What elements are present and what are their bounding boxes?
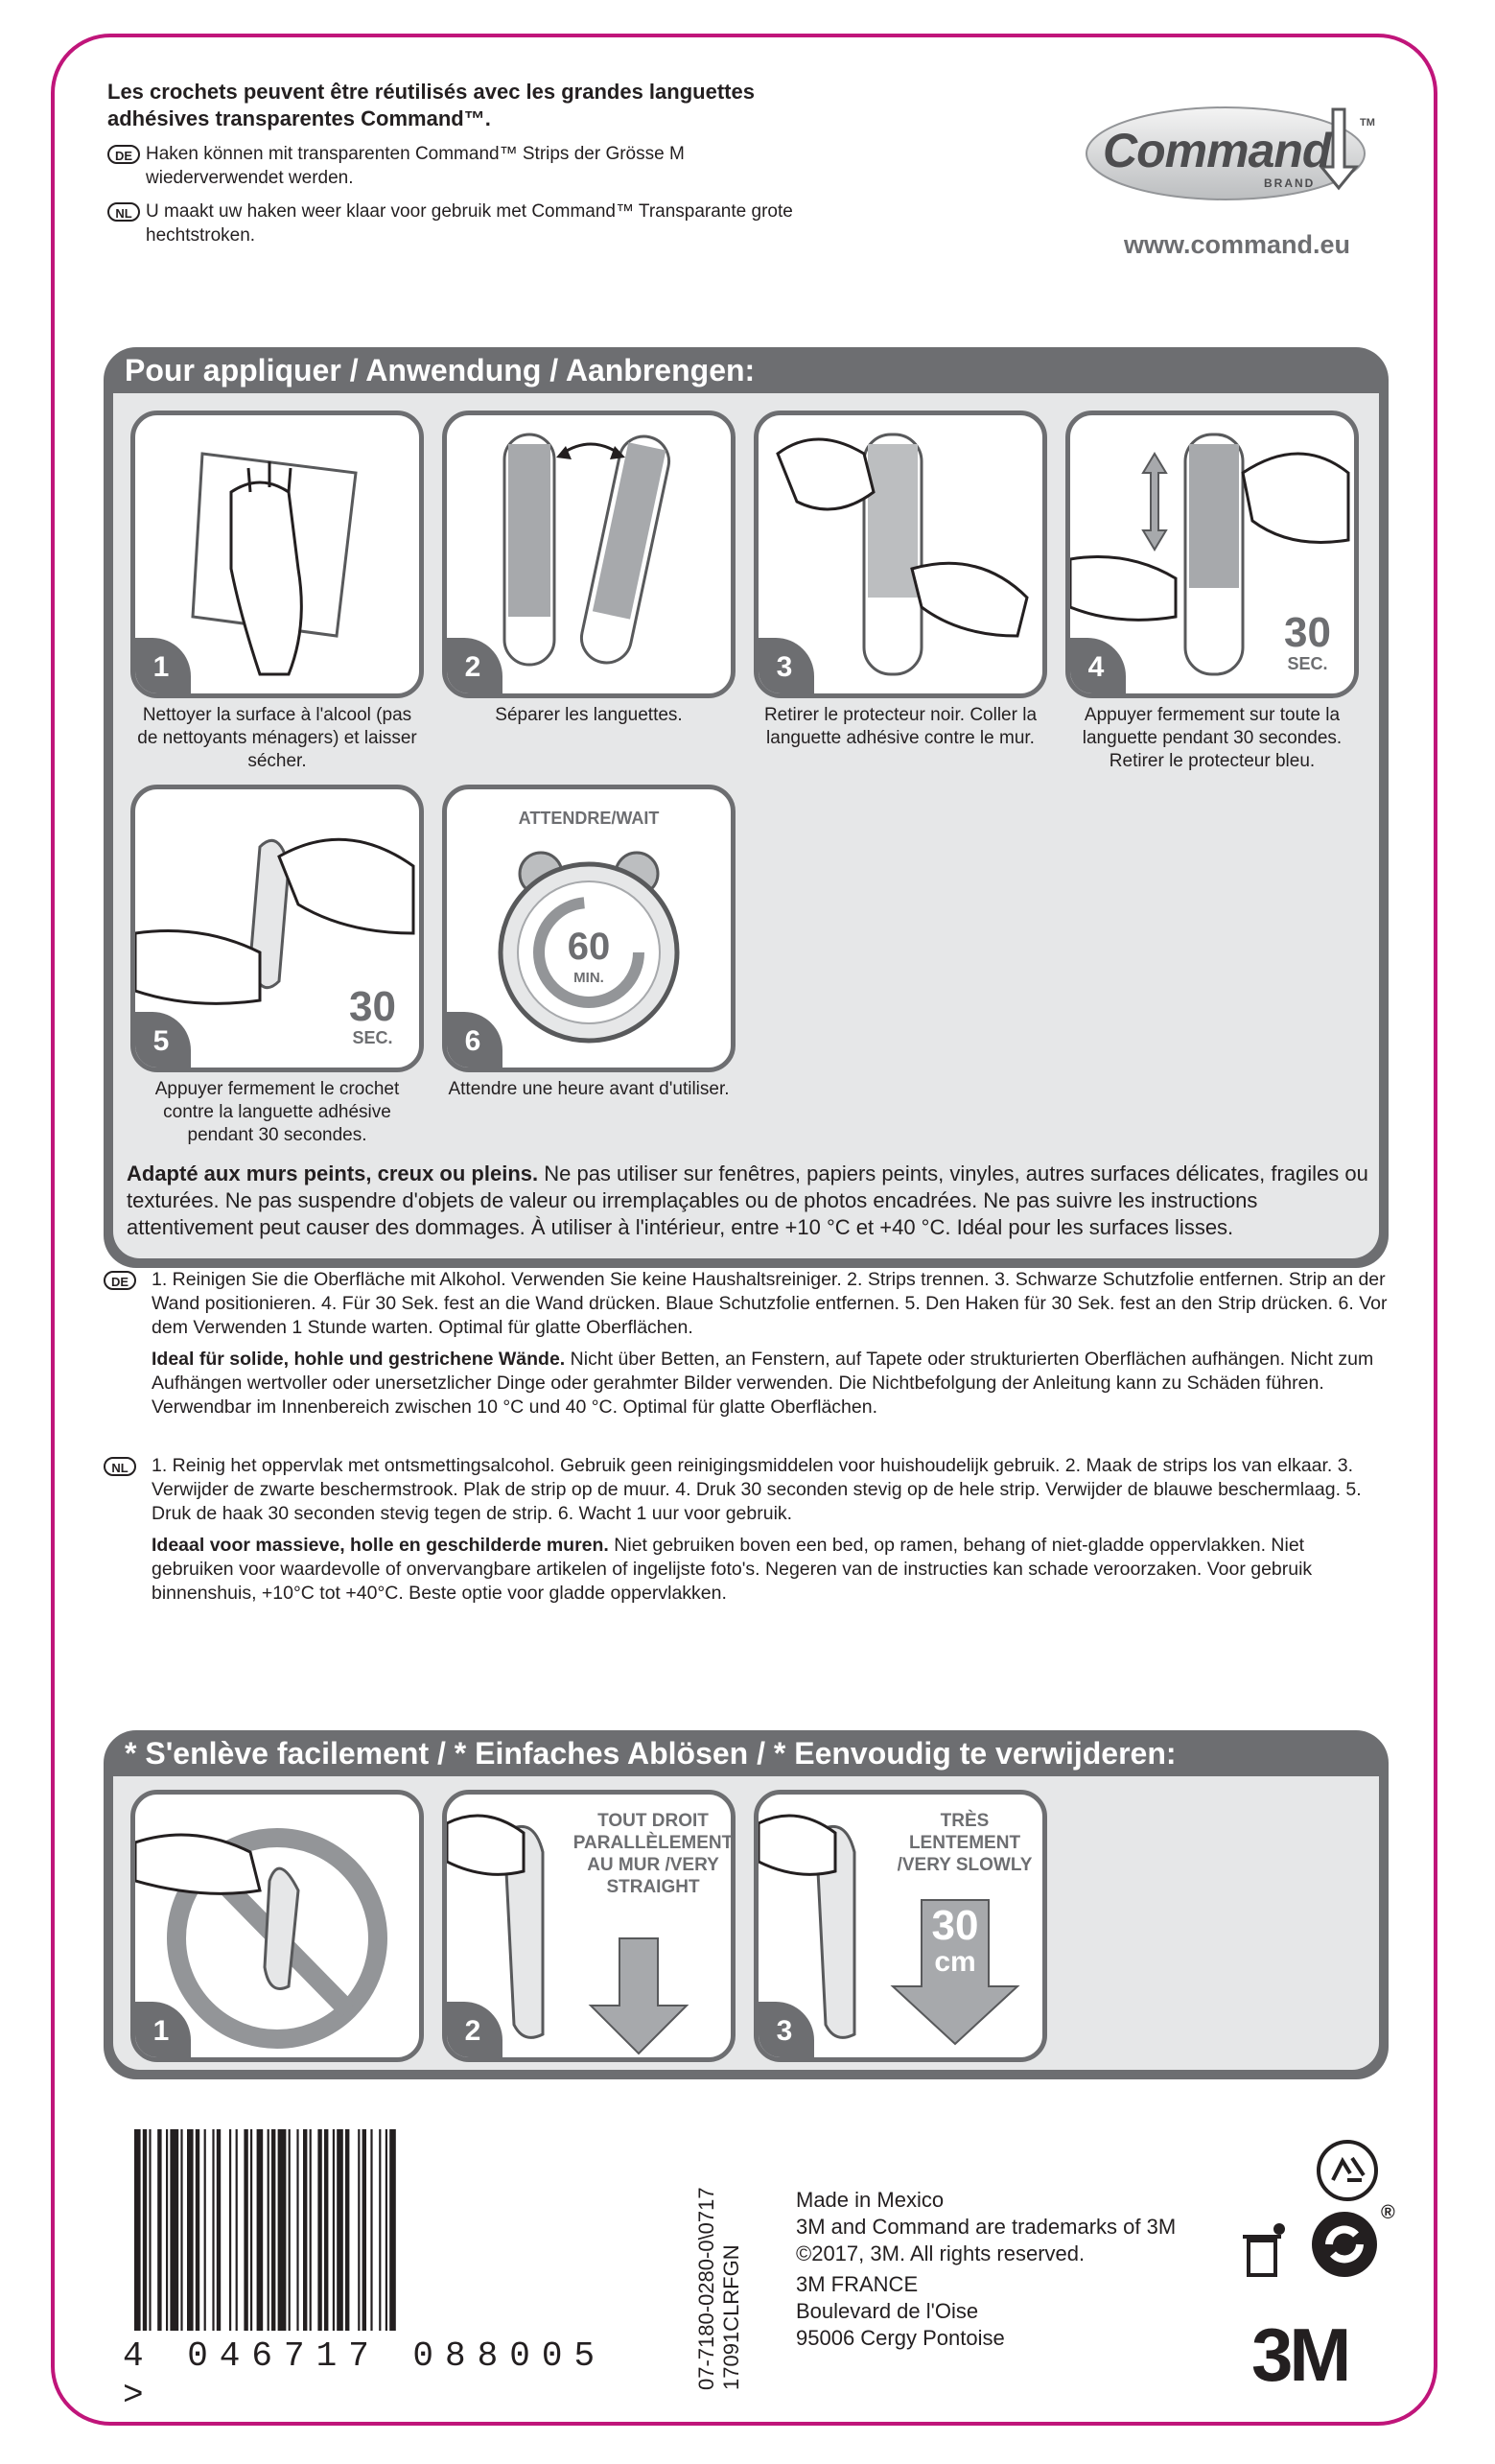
barcode xyxy=(125,2129,623,2359)
manufacturer-info: Made in Mexico 3M and Command are tradem… xyxy=(796,2187,1176,2352)
nl-instructions: NL 1. Reinig het oppervlak met ontsmetti… xyxy=(104,1454,1389,1613)
apply-step-1: 1 xyxy=(130,411,424,698)
command-logo: Command TM BRAND xyxy=(1082,100,1389,205)
remove-step-3: TRÈS LENTEMENT /VERY SLOWLY 30 cm 3 xyxy=(754,1790,1047,2062)
barcode-number: 4 046717 088005 > xyxy=(123,2336,607,2415)
intro-nl-row: NL U maakt uw haken weer klaar voor gebru… xyxy=(107,199,836,247)
product-codes: 07-7180-0280-0\0717 17091CLRFGN xyxy=(690,2139,748,2398)
copyright: ©2017, 3M. All rights reserved. xyxy=(796,2241,1086,2265)
apply-step-2-caption: Séparer les languettes. xyxy=(495,705,683,725)
de-badge: DE xyxy=(107,145,140,164)
pull-straight-label: TOUT DROIT PARALLÈLEMENT AU MUR /VERY ST… xyxy=(572,1811,734,1897)
nl-ideal-lead: Ideaal voor massieve, holle en geschilde… xyxy=(152,1535,609,1556)
wait-unit: MIN. xyxy=(573,970,604,986)
apply-step-2: 2 xyxy=(442,411,736,698)
no-pull-icon xyxy=(135,1828,387,2049)
seconds-badge: 30 SEC. xyxy=(349,986,396,1048)
wipe-illustration xyxy=(191,452,358,676)
distance-number: 30 xyxy=(931,1902,979,1949)
de-ideal-text: Nicht über Betten, an Fenstern, auf Tape… xyxy=(152,1349,1374,1418)
nl-steps: 1. Reinig het oppervlak met ontsmettings… xyxy=(152,1455,1362,1524)
seconds-number: 30 xyxy=(1284,609,1331,656)
city: 95006 Cergy Pontoise xyxy=(796,2326,1005,2350)
wait-label: ATTENDRE/WAIT xyxy=(518,809,660,828)
press-hook-illustration xyxy=(135,837,415,1005)
trademark: 3M and Command are trademarks of 3M xyxy=(796,2215,1177,2239)
3m-logo: 3M xyxy=(1251,2312,1351,2397)
de-instructions: DE 1. Reinigen Sie die Oberfläche mit Al… xyxy=(104,1268,1389,1427)
de-badge: DE xyxy=(104,1271,136,1290)
seconds-number: 30 xyxy=(349,983,396,1030)
usage-warning: Adapté aux murs peints, creux ou pleins.… xyxy=(127,1161,1373,1241)
peel-illustration xyxy=(776,433,1029,676)
made-in: Made in Mexico xyxy=(796,2188,945,2212)
registered-mark: ® xyxy=(1381,2202,1395,2223)
apply-step-5-caption: Appuyer fermement le crochet contre la l… xyxy=(154,1079,400,1145)
logo-brand: BRAND xyxy=(1264,176,1316,190)
apply-step-3-caption: Retirer le protecteur noir. Coller la la… xyxy=(763,705,1038,748)
step-number: 5 xyxy=(135,1012,191,1068)
apply-step-4-caption: Appuyer fermement sur toute la languette… xyxy=(1082,705,1343,771)
intro-de-row: DE Haken können mit transparenten Command… xyxy=(107,142,836,190)
logo-word: Command xyxy=(1103,124,1331,177)
trash-bin-icon xyxy=(1235,2218,1293,2285)
apply-title: Pour appliquer / Anwendung / Aanbrengen: xyxy=(125,353,756,387)
code-line-2: 17091CLRFGN xyxy=(719,2244,743,2390)
strips-illustration xyxy=(502,433,671,667)
apply-step-6: ATTENDRE/WAIT 60 MIN. 6 xyxy=(442,785,736,1072)
pull-slowly-label: TRÈS LENTEMENT /VERY SLOWLY xyxy=(897,1811,1033,1875)
remove-step-1: 1 xyxy=(130,1790,424,2062)
press-strip-illustration xyxy=(1070,433,1350,676)
de-steps: 1. Reinigen Sie die Oberfläche mit Alkoh… xyxy=(152,1269,1388,1338)
remove-title: * S'enlève facilement / * Einfaches Ablö… xyxy=(125,1736,1177,1771)
apply-step-3: 3 xyxy=(754,411,1047,698)
seconds-unit: SEC. xyxy=(352,1028,393,1047)
code-line-1: 07-7180-0280-0\0717 xyxy=(694,2187,718,2390)
website-url: www.command.eu xyxy=(1123,230,1351,259)
de-ideal-lead: Ideal für solide, hohle und gestrichene … xyxy=(152,1349,566,1370)
company: 3M FRANCE xyxy=(796,2272,919,2296)
nl-ideal-text: Niet gebruiken boven een bed, op ramen, … xyxy=(152,1535,1313,1604)
distance-unit: cm xyxy=(934,1946,976,1978)
wait-minutes: 60 xyxy=(567,926,611,968)
apply-step-1-caption: Nettoyer la surface à l'alcool (pas de n… xyxy=(137,705,417,771)
apply-step-4: 30 SEC. 4 xyxy=(1065,411,1359,698)
nl-badge: NL xyxy=(107,202,140,222)
green-dot-icon xyxy=(1306,2206,1383,2283)
warning-lead: Adapté aux murs peints, creux ou pleins. xyxy=(127,1162,539,1185)
remove-step-2: TOUT DROIT PARALLÈLEMENT AU MUR /VERY ST… xyxy=(442,1790,736,2062)
intro-fr: Les crochets peuvent être réutilisés ave… xyxy=(107,80,755,130)
seconds-unit: SEC. xyxy=(1287,654,1328,673)
intro-nl: U maakt uw haken weer klaar voor gebruik… xyxy=(146,201,793,246)
pull-slowly-illustration xyxy=(759,1814,1020,2046)
apply-step-6-caption: Attendre une heure avant d'utiliser. xyxy=(448,1079,730,1099)
clock-icon xyxy=(498,851,680,1044)
nl-badge: NL xyxy=(104,1457,136,1476)
recycle-icon xyxy=(1314,2137,1381,2204)
warning-text: Ne pas utiliser sur fenêtres, papiers pe… xyxy=(127,1162,1368,1239)
pull-straight-illustration xyxy=(447,1814,689,2055)
logo-tm: TM xyxy=(1360,117,1375,129)
street: Boulevard de l'Oise xyxy=(796,2299,979,2323)
apply-step-5: 30 SEC. 5 xyxy=(130,785,424,1072)
seconds-badge: 30 SEC. xyxy=(1284,612,1331,674)
intro-de: Haken können mit transparenten Command™ … xyxy=(146,144,685,188)
